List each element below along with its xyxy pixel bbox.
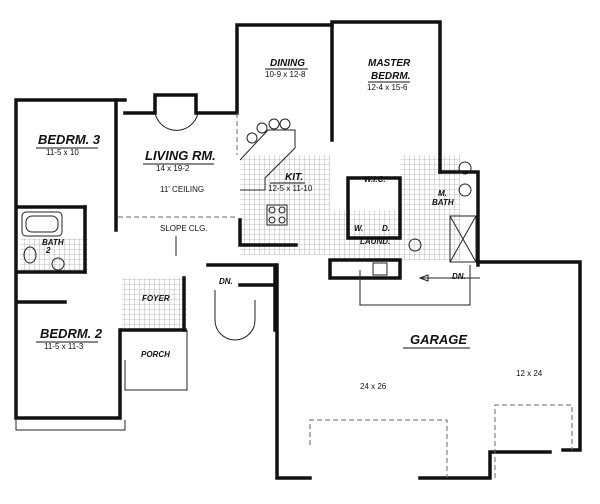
master-bath-label-1: M. — [438, 189, 447, 198]
living-ceiling-note: 11' CEILING — [160, 185, 204, 194]
garage-main-size: 24 x 26 — [360, 382, 387, 391]
porch-label: PORCH — [141, 350, 170, 359]
fixtures — [15, 112, 480, 431]
dryer-label: D. — [382, 224, 390, 233]
master-bath-label-2: BATH — [432, 198, 454, 207]
kitchen-label: KIT. — [285, 172, 303, 183]
bedroom3-size: 11-5 x 10 — [46, 148, 79, 157]
living-size: 14 x 19-2 — [156, 164, 190, 173]
foyer-label: FOYER — [142, 294, 170, 303]
garage-steps-down-label: DN. — [452, 272, 466, 281]
garage-side-size: 12 x 24 — [516, 369, 543, 378]
wic-label: W.I.C. — [364, 175, 386, 184]
dining-size: 10-9 x 12-8 — [265, 70, 306, 79]
dining-label: DINING — [270, 58, 305, 69]
master-size: 12-4 x 15-6 — [367, 83, 408, 92]
master-label-1: MASTER — [368, 58, 411, 69]
dashed-lines — [118, 113, 573, 478]
bath2-label-1: BATH — [42, 238, 64, 247]
living-label: LIVING RM. — [145, 148, 216, 163]
kitchen-size: 12-5 x 11-10 — [268, 184, 313, 193]
bedroom3-label: BEDRM. 3 — [38, 132, 101, 147]
laundry-label: LAUND. — [360, 237, 390, 246]
walls — [14, 20, 582, 480]
garage-label: GARAGE — [410, 332, 467, 347]
washer-label: W. — [354, 224, 363, 233]
slope-ceiling-note: SLOPE CLG. — [160, 224, 208, 233]
master-label-2: BEDRM. — [371, 71, 410, 82]
bedroom2-size: 11-5 x 11-3 — [44, 342, 84, 351]
stairs-down-label: DN. — [219, 277, 233, 286]
tiled-floors — [20, 155, 460, 330]
bath2-label-2: 2 — [45, 246, 51, 255]
bedroom2-label: BEDRM. 2 — [40, 326, 103, 341]
